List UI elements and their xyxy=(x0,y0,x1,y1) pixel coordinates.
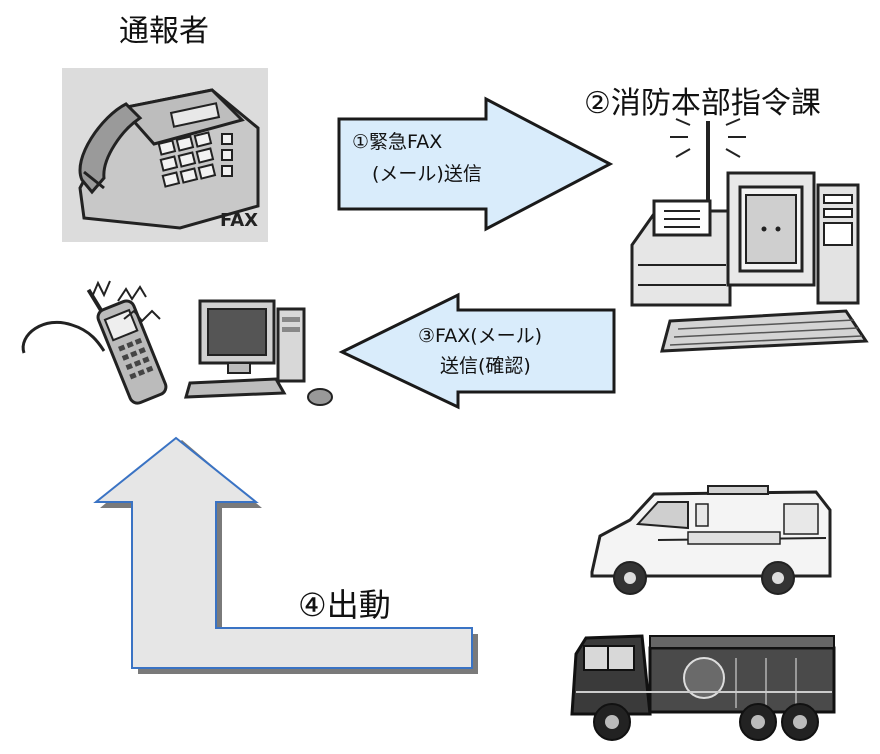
fire-engine-icon xyxy=(566,618,850,750)
mobile-and-pc-icon xyxy=(21,280,333,406)
ambulance-icon xyxy=(590,485,832,595)
fire-hq-command-title: ②消防本部指令課 xyxy=(584,86,821,121)
reply-arrow-line1: ③FAX(メール) xyxy=(418,325,543,347)
reply-arrow xyxy=(338,292,616,410)
fax-label: FAX xyxy=(220,210,258,231)
reporter-title: 通報者 xyxy=(119,14,209,49)
dispatch-label: ④出動 xyxy=(298,586,391,624)
send-arrow xyxy=(337,96,614,232)
send-arrow-line1: ①緊急FAX xyxy=(352,131,443,153)
fire-hq-computer-icon xyxy=(630,118,869,353)
reply-arrow-line2: 送信(確認) xyxy=(440,355,531,377)
dispatch-arrow xyxy=(93,436,478,674)
send-arrow-line2: (メール)送信 xyxy=(372,163,482,185)
fax-phone-icon: FAX xyxy=(62,68,268,242)
